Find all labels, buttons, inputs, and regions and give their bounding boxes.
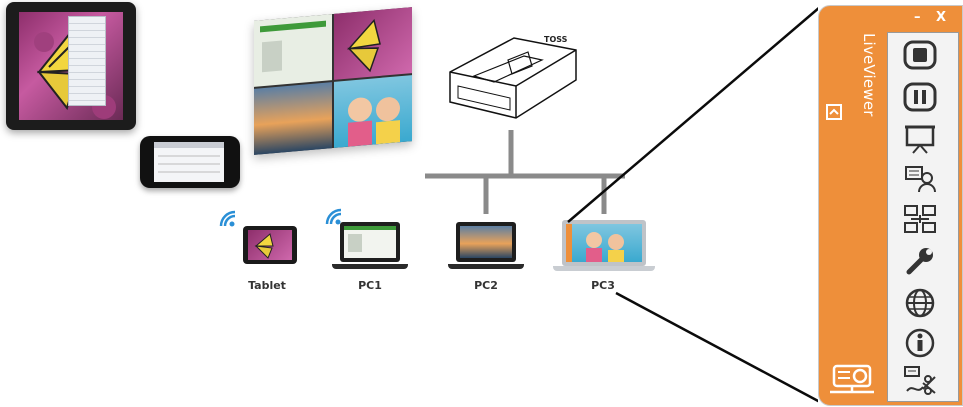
tablet-device: [243, 226, 297, 264]
minimize-button[interactable]: –: [914, 10, 921, 25]
screen-quadrant-pc1: [254, 14, 332, 87]
device-label-pc2: PC2: [474, 279, 498, 292]
ipad-settings-panel: [68, 16, 106, 106]
screen-quadrant-pc3: [334, 75, 412, 148]
chevron-up-icon[interactable]: [826, 104, 842, 120]
device-label-pc1: PC1: [358, 279, 382, 292]
presentation-icon[interactable]: [901, 123, 939, 155]
smartphone-screen: [154, 142, 224, 182]
svg-text:TOSS: TOSS: [544, 35, 568, 44]
app-title: LiveViewer: [860, 33, 878, 117]
projector-icon[interactable]: [830, 362, 876, 396]
screen-quadrant-tablet: [334, 7, 412, 80]
network-icon[interactable]: [901, 203, 939, 235]
stop-icon[interactable]: [901, 39, 939, 71]
projection-screen: [254, 7, 412, 155]
pc2-laptop-screen: [456, 222, 516, 262]
wifi-icon: [325, 208, 342, 225]
pause-icon[interactable]: [901, 81, 939, 113]
globe-icon[interactable]: [901, 287, 939, 319]
pc3-laptop-screen: [562, 220, 646, 266]
device-label-tablet: Tablet: [248, 279, 286, 292]
wrench-icon[interactable]: [901, 245, 939, 277]
tablet-screen: [248, 230, 292, 260]
projector: TOSS: [449, 35, 577, 119]
liveviewer-panel: – X LiveViewer: [818, 5, 963, 406]
pc2-laptop-base: [448, 264, 524, 269]
close-button[interactable]: X: [936, 10, 947, 25]
disconnect-icon[interactable]: [901, 365, 939, 397]
presenter-mode-icon[interactable]: [901, 163, 939, 195]
device-label-pc3: PC3: [591, 279, 615, 292]
ipad-device: [6, 2, 136, 130]
pc1-laptop-screen: [340, 222, 400, 262]
info-icon[interactable]: [901, 327, 939, 359]
wifi-icon: [219, 210, 236, 227]
pc3-laptop-base: [553, 266, 655, 271]
smartphone-device: [140, 136, 240, 188]
pc1-laptop-base: [332, 264, 408, 269]
